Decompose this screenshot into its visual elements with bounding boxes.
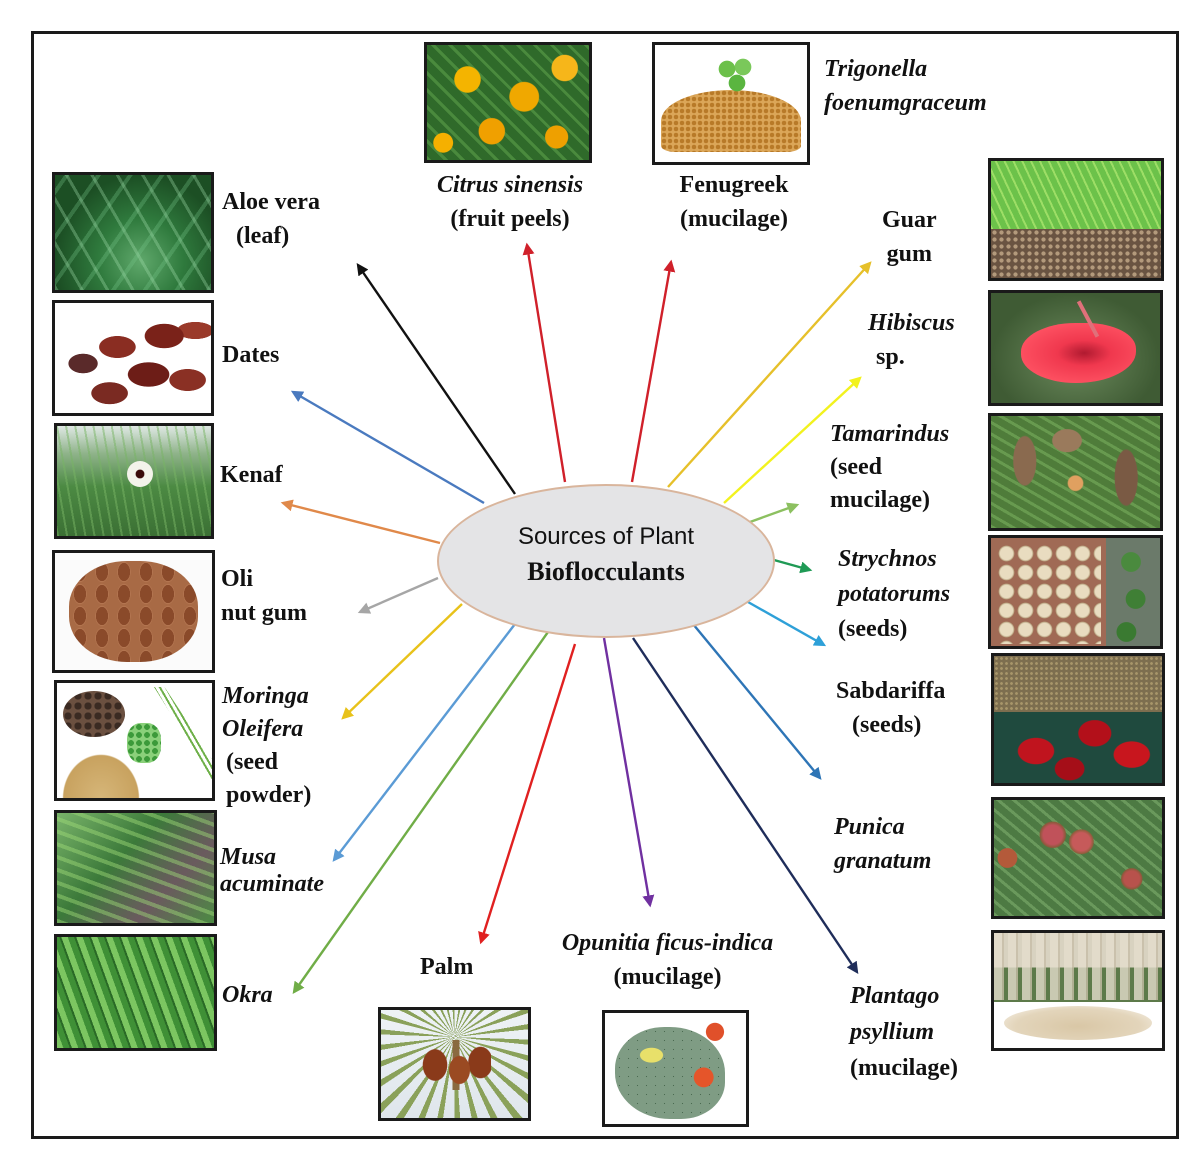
arrow-kenaf xyxy=(280,499,441,545)
label-trigonella-foenumgraceum: Trigonella foenumgraceum xyxy=(824,52,987,120)
arrow-plantago xyxy=(632,637,859,974)
label-line: (mucilage) xyxy=(613,964,722,990)
label-line: (fruit peels) xyxy=(450,206,570,232)
tamarindus-image xyxy=(988,413,1163,531)
label-line: Trigonella xyxy=(824,56,928,82)
palm-image xyxy=(378,1007,531,1121)
label-line: Kenaf xyxy=(220,462,283,488)
label-tamarindus: Tamarindus (seed mucilage) xyxy=(830,418,949,517)
label-line: Opunitia ficus-indica xyxy=(561,930,774,956)
label-line: psyllium xyxy=(850,1019,935,1045)
label-hibiscus: Hibiscus sp. xyxy=(868,306,955,374)
label-plantago-psyllium: Plantago psyllium (mucilage) xyxy=(850,978,958,1086)
label-line: Strychnos xyxy=(838,546,937,572)
arrow-sabdariffa xyxy=(692,623,822,780)
arrow-tamarindus xyxy=(749,502,800,524)
central-node-title: Sources of Plant Bioflocculants xyxy=(437,520,775,590)
label-strychnos-potatorums: Strychnos potatorums (seeds) xyxy=(838,542,950,647)
label-line: potatorums xyxy=(838,581,951,607)
label-opunitia-ficus-indica: Opunitia ficus-indica (mucilage) xyxy=(530,926,805,994)
arrow-strychnos xyxy=(747,600,827,647)
label-line: (seeds) xyxy=(838,616,908,642)
arrow-citrus xyxy=(522,242,567,483)
label-line: mucilage) xyxy=(830,487,930,513)
label-line: Plantago xyxy=(850,983,940,1009)
label-line: (mucilage) xyxy=(680,206,788,232)
label-line: Oleifera xyxy=(222,716,304,742)
label-line: Guar xyxy=(882,207,937,233)
label-line: Okra xyxy=(222,982,273,1008)
dates-image xyxy=(52,300,214,416)
arrow-olinut xyxy=(357,576,439,614)
label-line: Fenugreek xyxy=(679,172,789,198)
aloe-vera-image xyxy=(52,172,214,293)
arrow-palm xyxy=(478,643,577,945)
central-title-line2: Bioflocculants xyxy=(527,557,685,586)
label-line: Oli xyxy=(221,566,254,592)
citrus-image xyxy=(424,42,592,163)
label-guar-gum: Guar gum xyxy=(882,203,937,271)
oli-nut-image xyxy=(52,550,215,673)
label-line: nut gum xyxy=(221,600,308,626)
label-moringa-oleifera: Moringa Oleifera (seed powder) xyxy=(222,680,311,812)
strychnos-image xyxy=(988,535,1163,649)
punica-image xyxy=(991,797,1165,919)
arrow-aloe xyxy=(356,263,516,495)
label-dates: Dates xyxy=(222,338,279,372)
sabdariffa-image xyxy=(991,653,1165,786)
label-punica-granatum: Punica granatum xyxy=(834,810,931,878)
label-line: Dates xyxy=(222,342,280,368)
musa-image xyxy=(54,810,217,926)
arrow-hibiscus xyxy=(723,376,862,504)
label-line: foenumgraceum xyxy=(824,90,987,116)
label-line: powder) xyxy=(226,782,312,808)
label-okra: Okra xyxy=(222,978,273,1012)
opunitia-image xyxy=(602,1010,749,1127)
label-oli-nut-gum: Oli nut gum xyxy=(221,562,307,630)
plantago-image xyxy=(991,930,1165,1051)
label-line: Aloe vera xyxy=(222,189,320,215)
arrow-strychnos-green xyxy=(773,558,813,574)
guar-image xyxy=(988,158,1164,281)
label-line: Citrus sinensis xyxy=(436,172,584,198)
label-line: (mucilage) xyxy=(850,1055,958,1081)
label-aloe-vera: Aloe vera (leaf) xyxy=(222,185,320,253)
kenaf-image xyxy=(54,423,214,539)
label-line: (seed xyxy=(226,749,278,775)
label-line: Moringa xyxy=(222,683,309,709)
arrow-moringa xyxy=(341,603,463,720)
central-node xyxy=(437,484,775,638)
central-title-line1: Sources of Plant xyxy=(517,523,695,550)
arrow-dates xyxy=(290,390,485,505)
label-line: granatum xyxy=(834,848,932,874)
label-line: Punica xyxy=(834,814,905,840)
label-line: Sabdariffa xyxy=(836,678,946,704)
label-line: (leaf) xyxy=(236,223,290,249)
okra-image xyxy=(54,934,217,1051)
arrow-opunitia xyxy=(602,637,655,908)
label-fenugreek: Fenugreek (mucilage) xyxy=(660,168,808,236)
label-sabdariffa: Sabdariffa (seeds) xyxy=(836,674,945,742)
arrow-fenugreek xyxy=(630,259,676,483)
fenugreek-image xyxy=(652,42,810,165)
arrow-okra xyxy=(292,631,549,994)
label-line: gum xyxy=(886,241,932,267)
label-line: Palm xyxy=(420,954,474,980)
moringa-image xyxy=(54,680,215,801)
arrow-musa xyxy=(332,623,516,862)
label-musa-acuminate: Musa acuminate xyxy=(220,844,324,898)
label-citrus-sinensis: Citrus sinensis (fruit peels) xyxy=(414,168,606,236)
label-line: acuminate xyxy=(220,871,325,897)
label-palm: Palm xyxy=(420,950,473,984)
label-line: sp. xyxy=(876,344,905,370)
label-line: Tamarindus xyxy=(830,421,950,447)
hibiscus-image xyxy=(988,290,1163,406)
label-kenaf: Kenaf xyxy=(220,458,283,492)
label-line: (seed xyxy=(830,454,882,480)
label-line: Musa xyxy=(220,844,277,870)
arrow-guar xyxy=(667,261,872,488)
label-line: (seeds) xyxy=(852,712,922,738)
label-line: Hibiscus xyxy=(868,310,955,336)
